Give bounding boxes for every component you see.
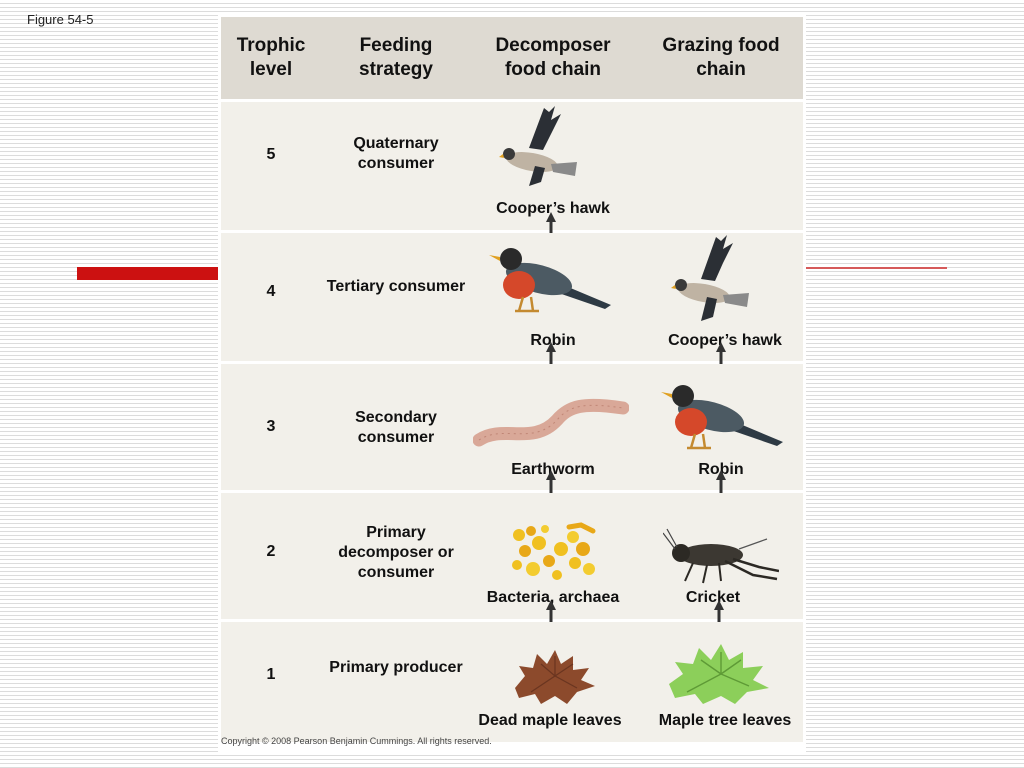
maple-tree-leaf-icon [669,644,769,704]
table-header: Trophic level Feeding strategy Decompose… [221,17,803,99]
organism-label: Dead maple leaves [478,712,622,729]
feeding-strategy-label: Tertiary consumer [326,278,466,295]
energy-flow-arrow [546,600,556,634]
earthworm-icon [473,398,629,447]
trophic-row-3: 3 Secondary consumer Earthworm Robin [221,364,803,490]
trophic-row-2: 2 Primary decomposer or consumer Bacteri… [221,493,803,619]
organism-label: Cricket [685,589,741,606]
feeding-strategy-label: Secondary consumer [355,409,437,446]
trophic-row-5: 5 Quaternary consumer Cooper’s hawk [221,102,803,230]
bacteria-archaea-icon [512,522,596,580]
energy-flow-arrow [716,342,726,378]
copyright-notice: Copyright © 2008 Pearson Benjamin Cummin… [221,736,492,746]
feeding-strategy-label: Primary decomposer or consumer [338,524,454,581]
header-trophic-level: Trophic level [236,35,306,80]
energy-flow-arrow [546,470,556,506]
trophic-level-number: 3 [266,418,276,435]
energy-flow-arrow [716,470,726,506]
trophic-level-number: 1 [266,666,276,683]
header-grazing-chain: Grazing food chain [662,35,780,80]
energy-flow-arrow [546,342,556,378]
header-feeding-strategy: Feeding strategy [359,35,433,80]
robin-icon [489,248,611,313]
trophic-level-number: 2 [266,543,276,560]
figure-label: Figure 54-5 [27,12,94,27]
coopers-hawk-icon [671,235,749,321]
energy-flow-arrow [546,212,556,238]
trophic-row-4: 4 Tertiary consumer Robin Cooper’s hawk [221,233,803,361]
energy-flow-arrow [714,600,724,634]
slide-accent-bar [77,267,218,280]
feeding-strategy-label: Primary producer [329,659,463,676]
organism-label: Earthworm [511,461,595,478]
trophic-level-number: 4 [266,283,276,300]
organism-label: Robin [698,461,744,478]
coopers-hawk-icon [499,106,577,186]
organism-label: Cooper’s hawk [668,332,782,349]
organism-label: Bacteria, archaea [486,589,620,606]
food-chain-figure: Trophic level Feeding strategy Decompose… [218,14,806,754]
cricket-icon [663,528,779,584]
robin-icon [661,385,783,450]
organism-label: Cooper’s hawk [496,200,610,217]
organism-label: Maple tree leaves [658,712,792,729]
dead-maple-leaf-icon [515,650,595,704]
trophic-row-1: 1 Primary producer Dead maple leaves Map… [221,622,803,742]
organism-label: Robin [530,332,576,349]
feeding-strategy-label: Quaternary consumer [353,135,439,172]
header-decomposer-chain: Decomposer food chain [495,35,611,80]
slide-accent-line [806,267,947,269]
trophic-level-number: 5 [266,146,276,163]
